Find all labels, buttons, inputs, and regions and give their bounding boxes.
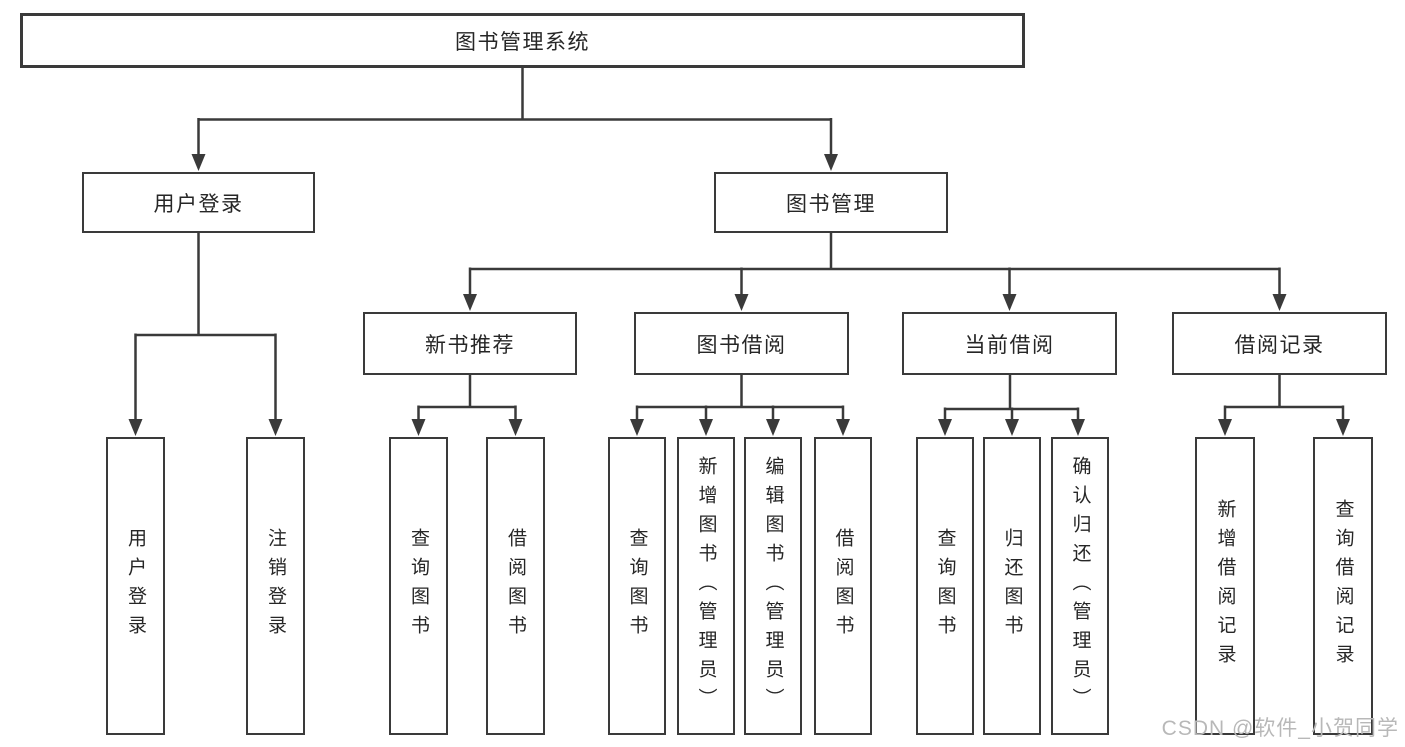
node-library-management-system: 图书管理系统: [20, 13, 1025, 68]
node-label: 借阅记录: [1234, 333, 1325, 357]
node-label: 新增图书（管理员）: [695, 455, 717, 717]
node-logout-leaf: 注销登录: [246, 437, 305, 735]
node-label: 用户登录: [125, 528, 146, 644]
node-add-books-admin: 新增图书（管理员）: [677, 437, 735, 735]
watermark: CSDN @软件_小贺同学: [1161, 717, 1399, 740]
node-book-management: 图书管理: [714, 172, 948, 233]
node-confirm-return-admin: 确认归还（管理员）: [1051, 437, 1109, 735]
node-label: 查询图书: [934, 528, 956, 644]
node-label: 确认归还（管理员）: [1069, 455, 1091, 717]
node-label: 查询图书: [408, 528, 429, 644]
node-label: 借阅图书: [505, 528, 526, 644]
node-book-borrowing: 图书借阅: [634, 312, 849, 375]
node-new-book-recommendation: 新书推荐: [363, 312, 577, 375]
node-label: 图书管理: [786, 192, 876, 216]
node-label: 当前借阅: [964, 333, 1055, 357]
node-search-books-borrowing: 查询图书: [608, 437, 666, 735]
node-label: 查询图书: [626, 528, 648, 644]
node-label: 编辑图书（管理员）: [762, 455, 784, 717]
node-return-books: 归还图书: [983, 437, 1041, 735]
node-add-borrow-record: 新增借阅记录: [1195, 437, 1255, 735]
node-borrowing-records: 借阅记录: [1172, 312, 1387, 375]
node-label: 新增借阅记录: [1214, 499, 1236, 673]
node-label: 注销登录: [265, 528, 286, 644]
node-edit-books-admin: 编辑图书（管理员）: [744, 437, 802, 735]
node-search-books-current: 查询图书: [916, 437, 974, 735]
node-borrow-books-recommend: 借阅图书: [486, 437, 545, 735]
node-user-login-leaf: 用户登录: [106, 437, 165, 735]
node-current-borrowing: 当前借阅: [902, 312, 1117, 375]
node-search-borrow-record: 查询借阅记录: [1313, 437, 1373, 735]
node-label: 归还图书: [1001, 528, 1023, 644]
node-label: 借阅图书: [832, 528, 854, 644]
node-user-login: 用户登录: [82, 172, 315, 233]
node-label: 图书借阅: [696, 333, 787, 357]
node-label: 用户登录: [153, 192, 244, 216]
node-borrow-books-borrowing: 借阅图书: [814, 437, 872, 735]
node-label: 图书管理系统: [455, 30, 590, 54]
node-search-books-recommend: 查询图书: [389, 437, 448, 735]
node-label: 查询借阅记录: [1332, 499, 1354, 673]
node-label: 新书推荐: [425, 333, 515, 357]
